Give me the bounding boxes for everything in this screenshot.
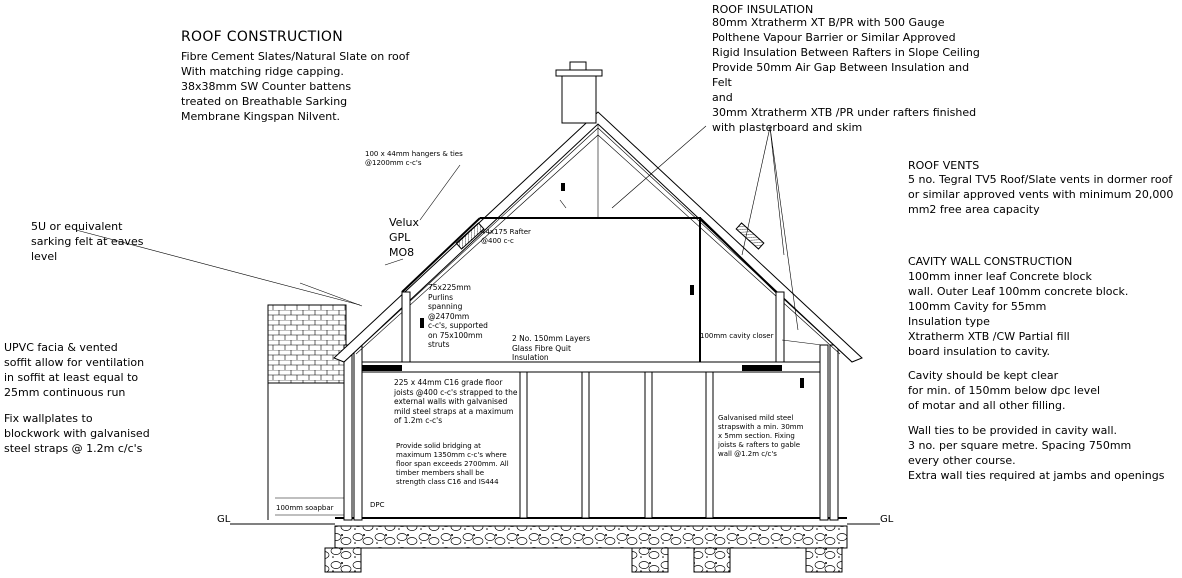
fixing-markers [420,183,804,388]
floor-joists-label: 225 x 44mm C16 grade floor joists @400 c… [394,378,518,425]
dpc-label: DPC [370,501,385,509]
quilt-label: 2 No. 150mm Layers Glass Fibre Quit Insu… [512,334,591,362]
wallplates-note: Fix wallplates to blockwork with galvani… [4,412,150,455]
leader-lines [75,125,823,346]
first-floor [361,361,821,373]
cavity-closer-label: 100mm cavity closer [700,332,774,340]
upvc-facia-note: UPVC facia & vented soffit allow for ven… [4,341,145,399]
sarking-felt-note: 5U or equivalent sarking felt at eaves l… [31,220,144,263]
rafter-label: 44x175 Rafter @400 c-c [481,228,531,245]
ground-level-left: GL [217,514,231,525]
chimney [555,61,603,218]
purlins-label: 75x225mm Purlins spanning @2470mm c-c's,… [428,283,488,349]
galvanised-straps-label: Galvanised mild steel strapswith a min. … [718,414,804,458]
porch [267,304,350,520]
roof [333,111,863,363]
foundation [324,517,848,573]
roof-insulation-notes: 80mm Xtratherm XT B/PR with 500 Gauge Po… [712,16,980,134]
wall-ties-notes: Wall ties to be provided in cavity wall.… [908,424,1165,482]
velux-label: Velux GPL MO8 [389,216,419,259]
roof-construction-title: ROOF CONSTRUCTION [181,29,343,45]
cavity-wall-title: CAVITY WALL CONSTRUCTION [908,255,1073,268]
roof-vents-title: ROOF VENTS [908,159,980,172]
bridging-label: Provide solid bridging at maximum 1350mm… [396,442,509,486]
soapbar-label: 100mm soapbar [276,504,334,512]
hangers-label: 100 x 44mm hangers & ties @1200mm c-c's [365,150,463,167]
roof-construction-notes: Fibre Cement Slates/Natural Slate on roo… [181,50,410,123]
cavity-clear-notes: Cavity should be kept clear for min. of … [908,369,1101,412]
roof-vents-notes: 5 no. Tegral TV5 Roof/Slate vents in dor… [908,173,1174,216]
ground-level-right: GL [880,514,894,525]
cavity-wall-notes: 100mm inner leaf Concrete block wall. Ou… [908,270,1129,358]
roof-insulation-title: ROOF INSULATION [712,3,814,16]
